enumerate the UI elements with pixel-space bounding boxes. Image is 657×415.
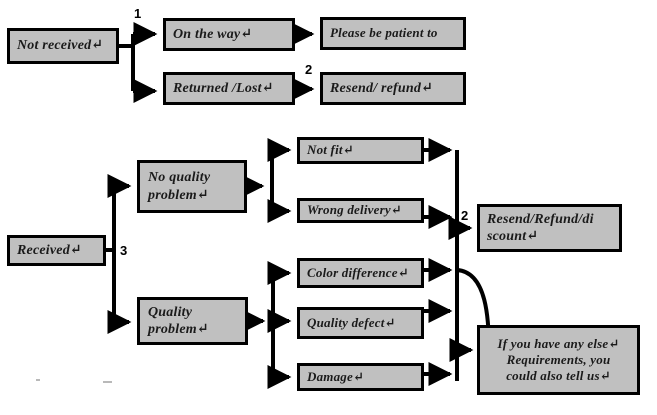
branch-label-2-bottom: 2 (461, 208, 469, 223)
node-any-else-requirements-label: If you have any else↵ Requirements, you … (497, 335, 620, 384)
node-color-difference-label: Color difference↵ (307, 264, 409, 280)
node-resend-refund[interactable]: Resend/ refund↵ (320, 72, 466, 105)
node-resend-refund-discount-label: Resend/Refund/di scount↵ (487, 211, 594, 245)
node-any-else-requirements[interactable]: If you have any else↵ Requirements, you … (477, 325, 640, 395)
branch-label-1: 1 (134, 6, 142, 21)
branch-label-2-top: 2 (305, 62, 313, 77)
node-on-the-way[interactable]: On the way↵ (163, 18, 295, 51)
node-no-quality-problem-label: No quality problem↵ (148, 170, 211, 203)
node-returned-lost-label: Returned /Lost↵ (173, 80, 274, 96)
node-no-quality-problem[interactable]: No quality problem↵ (137, 160, 247, 213)
node-resend-refund-discount[interactable]: Resend/Refund/di scount↵ (477, 204, 622, 252)
node-resend-refund-label: Resend/ refund↵ (330, 80, 434, 96)
node-wrong-delivery-label: Wrong delivery↵ (307, 202, 402, 218)
node-wrong-delivery[interactable]: Wrong delivery↵ (297, 198, 424, 223)
node-quality-defect-label: Quality defect↵ (307, 314, 396, 330)
node-returned-lost[interactable]: Returned /Lost↵ (163, 72, 295, 105)
node-damage[interactable]: Damage↵ (297, 363, 424, 391)
branch-label-3: 3 (120, 243, 128, 258)
node-color-difference[interactable]: Color difference↵ (297, 258, 424, 288)
node-quality-problem-label: Quality problem↵ (148, 304, 209, 338)
node-please-be-patient-label: Please be patient to (330, 25, 438, 41)
node-received-label: Received↵ (17, 242, 82, 258)
node-received[interactable]: Received↵ (7, 235, 106, 266)
node-quality-defect[interactable]: Quality defect↵ (297, 307, 424, 339)
scan-speck-b (103, 381, 112, 383)
node-quality-problem[interactable]: Quality problem↵ (137, 297, 248, 345)
node-damage-label: Damage↵ (307, 368, 365, 384)
node-please-be-patient[interactable]: Please be patient to (320, 17, 466, 50)
node-not-received-label: Not received↵ (17, 38, 104, 54)
node-not-fit[interactable]: Not fit↵ (297, 137, 424, 164)
node-not-received[interactable]: Not received↵ (7, 28, 119, 64)
scan-speck-a (36, 379, 40, 381)
node-on-the-way-label: On the way↵ (173, 26, 253, 42)
node-not-fit-label: Not fit↵ (307, 142, 354, 158)
